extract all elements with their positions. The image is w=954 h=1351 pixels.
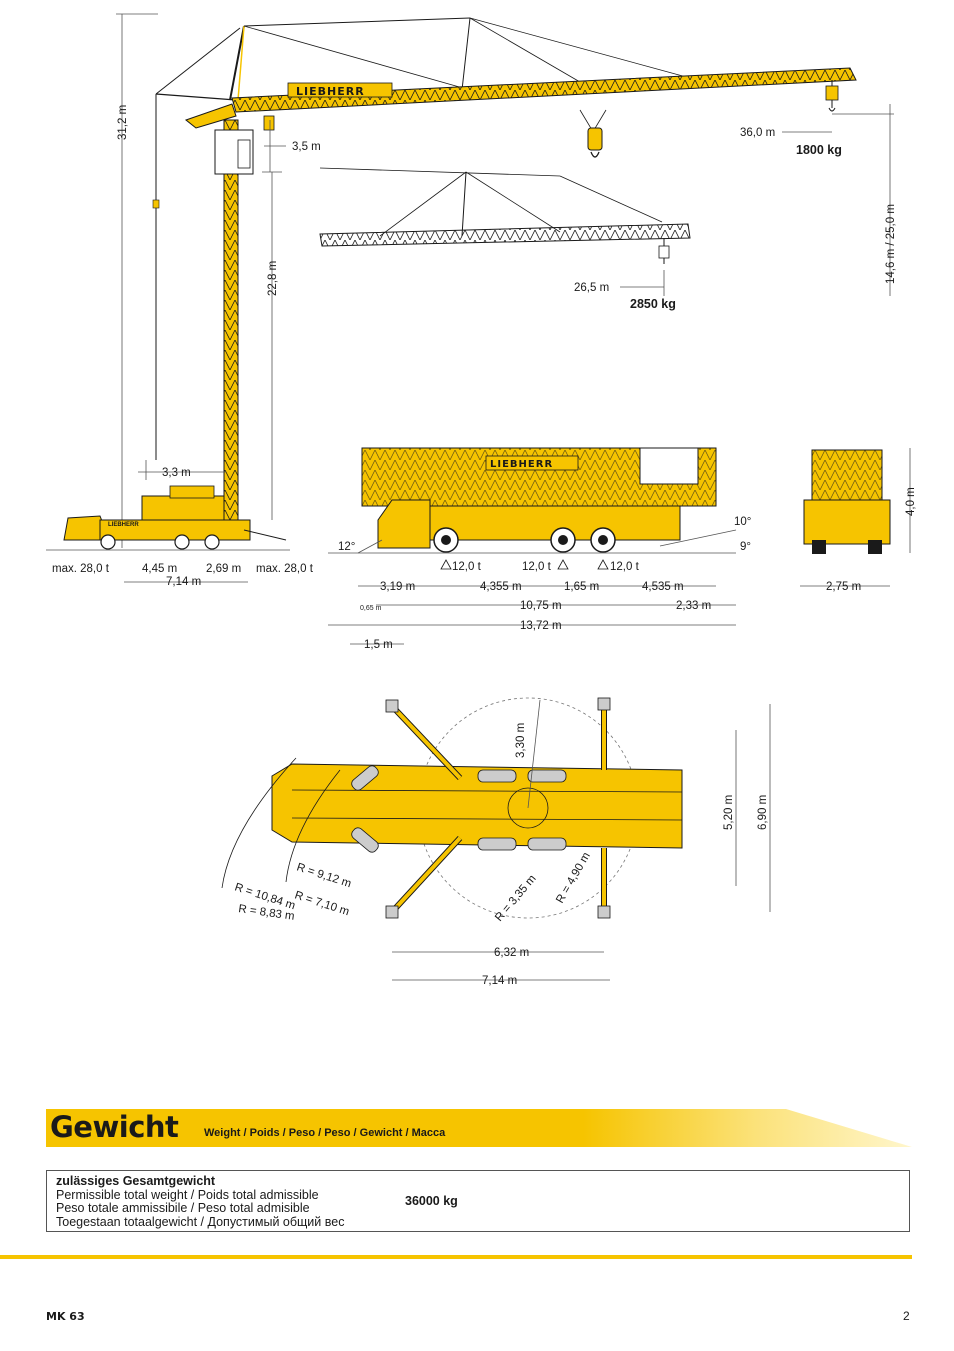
- transport-brand-logo: LIEBHERR: [490, 459, 553, 470]
- weight-label-4: Toegestaan totaalgewicht / Допустимый об…: [56, 1214, 345, 1229]
- dim-transport-5: 10,75 m: [520, 600, 562, 612]
- dim-plan-w1: 5,20 m: [723, 795, 735, 830]
- dim-base-a: 4,45 m: [142, 563, 177, 575]
- dim-plan-l1: 6,32 m: [494, 947, 529, 959]
- dim-front-width: 2,75 m: [826, 581, 861, 593]
- svg-text:LIEBHERR: LIEBHERR: [108, 522, 139, 528]
- dim-transport-6: 2,33 m: [676, 600, 711, 612]
- dim-plan-r5: R = 3,35 m: [493, 873, 539, 924]
- dim-transport-1: 3,19 m: [380, 581, 415, 593]
- page-number: 2: [903, 1309, 910, 1323]
- dim-angle-rear-bottom: 9°: [740, 541, 751, 553]
- axle-load-3: 12,0 t: [610, 561, 640, 573]
- weight-table: zulässiges Gesamtgewicht Permissible tot…: [46, 1170, 910, 1232]
- dim-front-height: 4,0 m: [905, 487, 917, 516]
- dim-angle-rear-top: 10°: [734, 516, 751, 528]
- technical-drawing: 31,2 m LIEBHERR: [46, 13, 917, 987]
- crane-elevation-drawing: 31,2 m LIEBHERR: [46, 13, 897, 588]
- weight-labels: zulässiges Gesamtgewicht Permissible tot…: [56, 1174, 345, 1229]
- weight-label-3: Peso totale ammissibile / Peso total adm…: [56, 1201, 310, 1215]
- dim-transport-4: 4,535 m: [642, 581, 684, 593]
- dim-plan-r1: R = 9,12 m: [295, 861, 353, 890]
- transport-side-view: LIEBHERR 12° 10° 9° 12,0 t 12,0 t 12,0 t…: [328, 447, 751, 651]
- jib-brand-logo: LIEBHERR: [296, 85, 365, 98]
- dim-plan-r2: R = 7,10 m: [293, 889, 351, 918]
- dim-angle-front: 12°: [338, 541, 355, 553]
- weight-label-2: Permissible total weight / Poids total a…: [56, 1187, 319, 1202]
- dim-trolley-offset: 3,5 m: [292, 141, 321, 153]
- dim-transport-9: 0,65 m: [360, 605, 382, 612]
- dim-base-total: 7,14 m: [166, 576, 201, 588]
- dim-transport-8: 1,5 m: [364, 639, 393, 651]
- dim-transport-3: 1,65 m: [564, 581, 599, 593]
- dim-jib-radius-short: 26,5 m: [574, 282, 609, 294]
- weight-value: 36000 kg: [405, 1194, 458, 1208]
- dim-base-offset: 3,3 m: [162, 467, 191, 479]
- dim-plan-w2: 6,90 m: [757, 795, 769, 830]
- dim-base-b: 2,69 m: [206, 563, 241, 575]
- dim-plan-l2: 7,14 m: [482, 975, 517, 987]
- load-main-jib: 1800 kg: [796, 143, 842, 157]
- footer-model: MK 63: [46, 1310, 85, 1323]
- section-subtitle: Weight / Poids / Peso / Peso / Gewicht /…: [204, 1127, 446, 1139]
- dim-hook-height: 14,6 m / 25,0 m: [885, 204, 897, 284]
- axle-load-2: 12,0 t: [522, 561, 552, 573]
- section-title: Gewicht: [50, 1110, 179, 1144]
- footer-rule: [0, 1255, 912, 1259]
- dim-transport-7: 13,72 m: [520, 620, 562, 632]
- dim-plan-radius: 3,30 m: [515, 723, 527, 758]
- dim-jib-radius-main: 36,0 m: [740, 127, 775, 139]
- dim-plan-r6: R = 4,90 m: [554, 851, 593, 906]
- transport-front-view: 4,0 m 2,75 m: [800, 448, 917, 593]
- dim-outrigger-right: max. 28,0 t: [256, 563, 314, 575]
- dim-outrigger-left: max. 28,0 t: [52, 563, 110, 575]
- dim-total-height: 31,2 m: [117, 105, 129, 140]
- plan-view-drawing: 3,30 m R = 9,12 m R = 7,10 m R = 10,84 m…: [221, 697, 771, 987]
- load-short-jib: 2850 kg: [630, 297, 676, 311]
- axle-load-1: 12,0 t: [452, 561, 482, 573]
- dim-tower-height: 22,8 m: [267, 261, 279, 296]
- dim-transport-2: 4,355 m: [480, 581, 522, 593]
- weight-label-de: zulässiges Gesamtgewicht: [56, 1174, 216, 1188]
- section-banner: Gewicht Weight / Poids / Peso / Peso / G…: [46, 1109, 912, 1147]
